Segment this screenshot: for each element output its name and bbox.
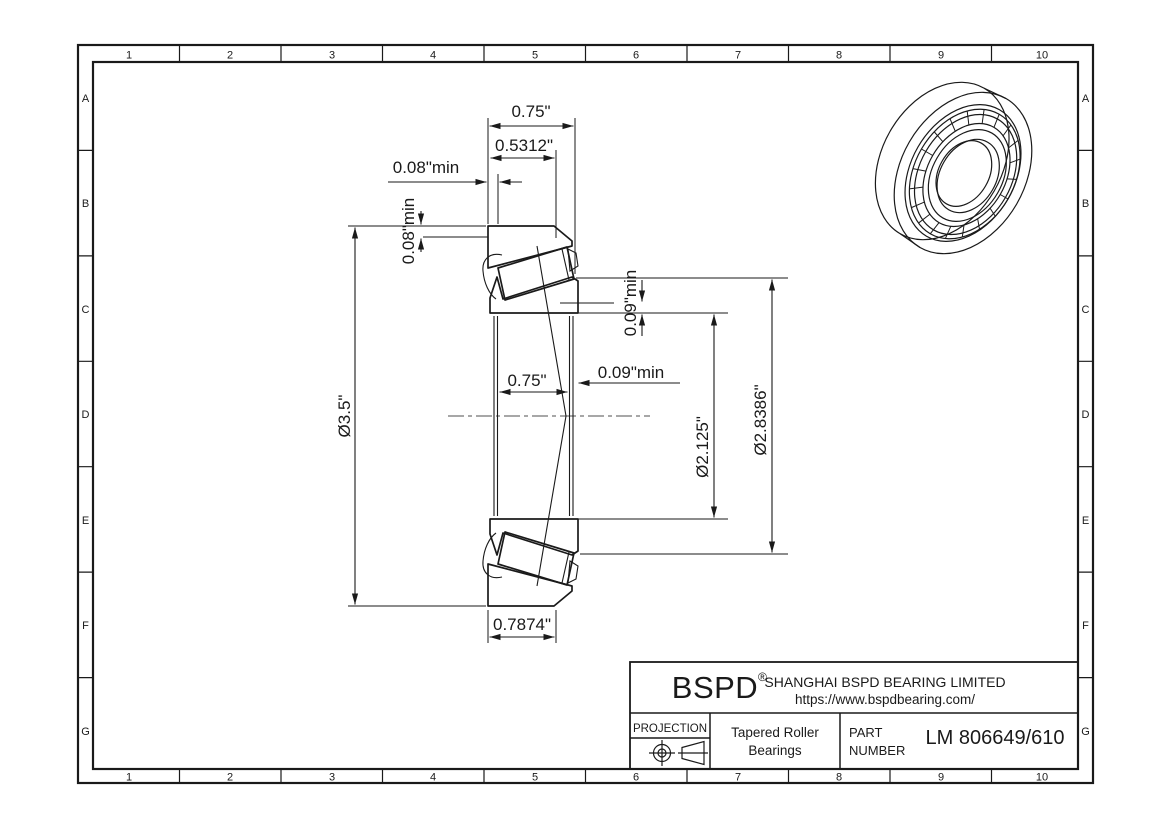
dim-cup-effective-width: 0.5312" — [490, 136, 557, 238]
cup-section-bottom — [487, 563, 573, 607]
grid-row-label: B — [82, 198, 89, 210]
grid-col-label: 5 — [532, 50, 538, 62]
dim-back-standout: 0.08"min — [388, 158, 522, 224]
dim-front-standout: 0.09"min — [578, 363, 680, 387]
roller-top — [497, 246, 575, 301]
grid-row-label: F — [1082, 620, 1089, 632]
grid-columns-top: 1 2 3 4 5 6 7 8 9 10 — [126, 50, 1048, 62]
registered-mark: ® — [758, 670, 767, 684]
part-number-label-line2: NUMBER — [849, 743, 905, 758]
grid-col-label: 2 — [227, 772, 233, 784]
grid-row-label: D — [1082, 409, 1090, 421]
grid-row-label: C — [1082, 304, 1090, 316]
company-name: SHANGHAI BSPD BEARING LIMITED — [764, 674, 1005, 690]
dim-label-cone-mid-width: 0.75" — [507, 371, 546, 390]
bearing-isometric-view — [874, 81, 1033, 255]
company-website[interactable]: https://www.bspdbearing.com/ — [795, 692, 975, 707]
roller-bottom — [497, 531, 575, 586]
grid-col-label: 4 — [430, 50, 436, 62]
dim-cup-width: 0.75" — [487, 102, 576, 274]
grid-columns-bottom: 1 2 3 4 5 6 7 8 9 10 — [126, 772, 1048, 784]
cup-section-top — [487, 225, 573, 269]
grid-col-label: 8 — [836, 50, 842, 62]
grid-row-label: E — [1082, 515, 1089, 527]
cage-bottom — [482, 532, 579, 584]
grid-col-label: 6 — [633, 772, 639, 784]
dim-cone-mid-width: 0.75" — [499, 371, 568, 396]
title-block: BSPD ® SHANGHAI BSPD BEARING LIMITED htt… — [629, 661, 1079, 770]
dim-label-back-shoulder: 0.08"min — [399, 198, 418, 265]
part-number-label-line1: PART — [849, 725, 883, 740]
dim-label-bore-diameter: Ø2.125" — [693, 416, 712, 478]
grid-col-label: 10 — [1036, 772, 1048, 784]
grid-row-label: D — [82, 409, 90, 421]
brand-logo: BSPD — [672, 670, 758, 705]
product-type-line1: Tapered Roller — [731, 725, 819, 740]
grid-col-label: 10 — [1036, 50, 1048, 62]
grid-col-label: 4 — [430, 772, 436, 784]
iso-rollers — [909, 109, 1021, 239]
grid-rows-right: A B C D E F G — [1081, 93, 1090, 738]
grid-col-label: 1 — [126, 50, 132, 62]
grid-col-label: 5 — [532, 772, 538, 784]
dim-cup-bore-diameter: Ø2.8386" — [576, 277, 788, 555]
dim-label-cup-bore-diameter: Ø2.8386" — [751, 384, 770, 455]
grid-col-label: 9 — [938, 772, 944, 784]
dim-label-front-standout: 0.09"min — [598, 363, 665, 382]
grid-ticks-top — [178, 45, 993, 62]
grid-col-label: 7 — [735, 50, 741, 62]
contact-angle-line — [536, 245, 567, 587]
grid-col-label: 3 — [329, 50, 335, 62]
grid-rows-left: A B C D E F G — [81, 93, 90, 738]
part-number-value: LM 806649/610 — [925, 727, 1064, 749]
grid-ticks-left — [78, 149, 93, 679]
grid-row-label: G — [1081, 726, 1090, 738]
grid-ticks-bottom — [178, 769, 993, 783]
grid-row-label: F — [82, 620, 89, 632]
first-angle-projection-icon — [649, 740, 708, 766]
dim-outer-diameter: Ø3.5" — [335, 225, 486, 607]
dim-label-cone-width: 0.7874" — [493, 615, 551, 634]
dim-cone-width: 0.7874" — [487, 610, 557, 643]
dim-label-outer-diameter: Ø3.5" — [335, 395, 354, 438]
grid-col-label: 1 — [126, 772, 132, 784]
grid-col-label: 2 — [227, 50, 233, 62]
projection-label: PROJECTION — [633, 723, 707, 735]
dim-label-back-standout: 0.08"min — [393, 158, 460, 177]
dim-front-shoulder: 0.09"min — [560, 270, 646, 337]
dim-bore-diameter: Ø2.125" — [578, 312, 728, 520]
bearing-section-view — [448, 225, 650, 607]
grid-row-label: A — [1082, 93, 1090, 105]
dimension-annotations: Ø3.5" 0.75" 0.5312" 0.08"min 0.08"m — [335, 102, 788, 643]
cage-top — [482, 248, 579, 300]
grid-ticks-right — [1078, 149, 1093, 679]
grid-row-label: C — [82, 304, 90, 316]
grid-col-label: 9 — [938, 50, 944, 62]
dim-label-cup-width: 0.75" — [511, 102, 550, 121]
cone-bore-edges — [493, 316, 574, 516]
grid-row-label: A — [82, 93, 90, 105]
grid-row-label: G — [81, 726, 90, 738]
dim-back-shoulder: 0.08"min — [399, 198, 488, 265]
grid-col-label: 8 — [836, 772, 842, 784]
grid-col-label: 7 — [735, 772, 741, 784]
dim-label-front-shoulder: 0.09"min — [621, 270, 640, 337]
dim-label-cup-effective-width: 0.5312" — [495, 136, 553, 155]
sheet-border — [76, 43, 1095, 785]
grid-col-label: 3 — [329, 772, 335, 784]
grid-row-label: E — [82, 515, 89, 527]
product-type-line2: Bearings — [748, 743, 802, 758]
grid-col-label: 6 — [633, 50, 639, 62]
grid-row-label: B — [1082, 198, 1089, 210]
